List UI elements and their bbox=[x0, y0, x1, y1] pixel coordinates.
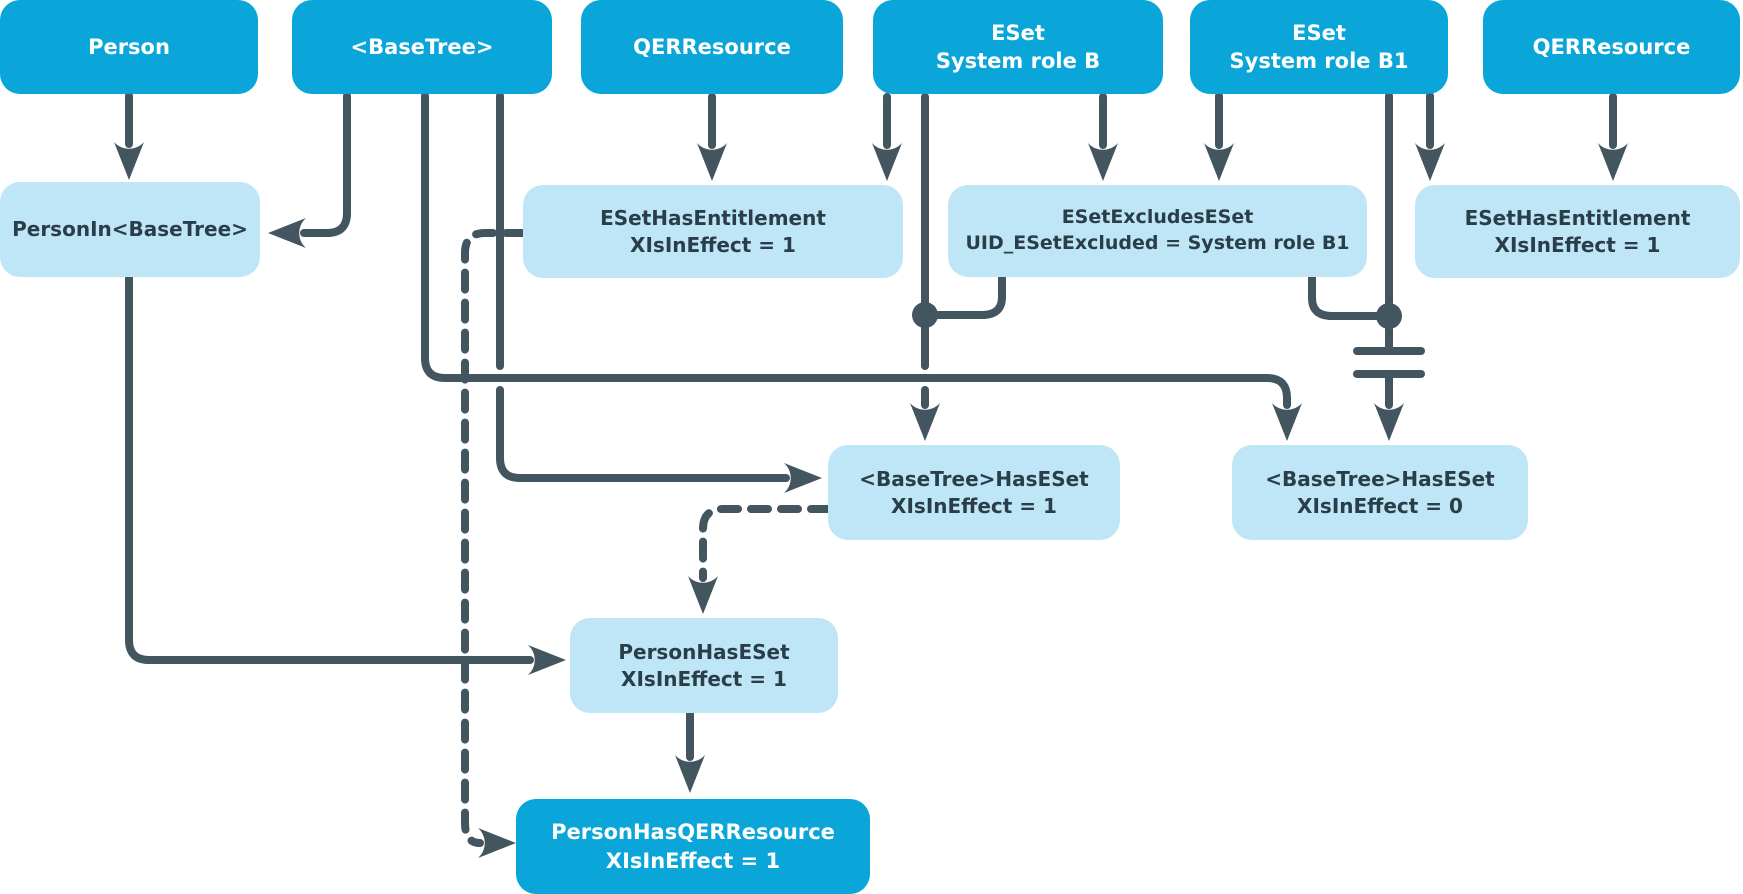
node-label: PersonHasESet bbox=[618, 639, 790, 664]
connector-esetexcludes-to-esetb1-line bbox=[1308, 273, 1393, 320]
node-personhasqerresource: PersonHasQERResource XIsInEffect = 1 bbox=[516, 799, 870, 894]
node-personin-basetree: PersonIn<BaseTree> bbox=[0, 182, 260, 277]
node-basetreehaseset-ineffect: <BaseTree>HasESet XIsInEffect = 1 bbox=[828, 445, 1120, 540]
node-personhaseset: PersonHasESet XIsInEffect = 1 bbox=[570, 618, 838, 713]
node-label: QERResource bbox=[1532, 34, 1691, 59]
node-eset-system-role-b1: ESet System role B1 bbox=[1190, 0, 1448, 94]
node-esetexcludeseset: ESetExcludesESet UID_ESetExcluded = Syst… bbox=[948, 185, 1367, 277]
connector-dashed-bthaseset1-to-personhaseset bbox=[688, 505, 832, 614]
connector-personin-to-personhaseset bbox=[125, 274, 566, 675]
node-label: PersonHasQERResource bbox=[551, 820, 835, 845]
node-sublabel: XIsInEffect = 1 bbox=[621, 666, 787, 691]
node-qerresource-left: QERResource bbox=[581, 0, 843, 94]
connector-basetree-to-bthaseset1-lower bbox=[496, 386, 822, 493]
node-person: Person bbox=[0, 0, 258, 94]
node-label: Person bbox=[88, 34, 170, 59]
node-sublabel: XIsInEffect = 1 bbox=[605, 848, 781, 873]
node-label: ESetHasEntitlement bbox=[1464, 205, 1691, 230]
node-label: <BaseTree>HasESet bbox=[859, 466, 1089, 491]
node-label: QERResource bbox=[633, 34, 791, 59]
connector-esetexcludes-to-esetb-line bbox=[921, 273, 1006, 319]
node-sublabel: System role B1 bbox=[1229, 49, 1409, 73]
node-basetreehaseset-blocked: <BaseTree>HasESet XIsInEffect = 0 bbox=[1232, 445, 1528, 540]
node-sublabel: XIsInEffect = 1 bbox=[1494, 232, 1661, 257]
connector-basetree-to-personin bbox=[268, 92, 351, 248]
junction-dot bbox=[1376, 303, 1402, 329]
connector-dashed-esethasent1-to-personhasqer bbox=[461, 229, 527, 858]
node-label: ESet bbox=[1292, 20, 1346, 45]
node-esethasentitlement-left: ESetHasEntitlement XIsInEffect = 1 bbox=[523, 185, 903, 278]
node-label: <BaseTree>HasESet bbox=[1265, 466, 1495, 491]
node-sublabel: XIsInEffect = 0 bbox=[1297, 493, 1463, 518]
node-esethasentitlement-right: ESetHasEntitlement XIsInEffect = 1 bbox=[1415, 185, 1740, 278]
node-eset-system-role-b: ESet System role B bbox=[873, 0, 1163, 94]
node-basetree: <BaseTree> bbox=[292, 0, 552, 94]
node-sublabel: XIsInEffect = 1 bbox=[891, 493, 1057, 518]
node-label: ESetHasEntitlement bbox=[600, 205, 826, 230]
node-label: ESet bbox=[991, 20, 1045, 45]
node-sublabel: UID_ESetExcluded = System role B1 bbox=[965, 232, 1350, 254]
connector-basetree-to-bthaseset0 bbox=[421, 92, 1302, 441]
node-sublabel: System role B bbox=[935, 49, 1101, 73]
node-qerresource-right: QERResource bbox=[1483, 0, 1740, 94]
node-sublabel: XIsInEffect = 1 bbox=[630, 232, 796, 257]
node-label: ESetExcludesESet bbox=[1061, 206, 1254, 229]
node-label: PersonIn<BaseTree> bbox=[12, 217, 248, 241]
junction-dot bbox=[912, 302, 938, 328]
node-label: <BaseTree> bbox=[350, 34, 494, 59]
